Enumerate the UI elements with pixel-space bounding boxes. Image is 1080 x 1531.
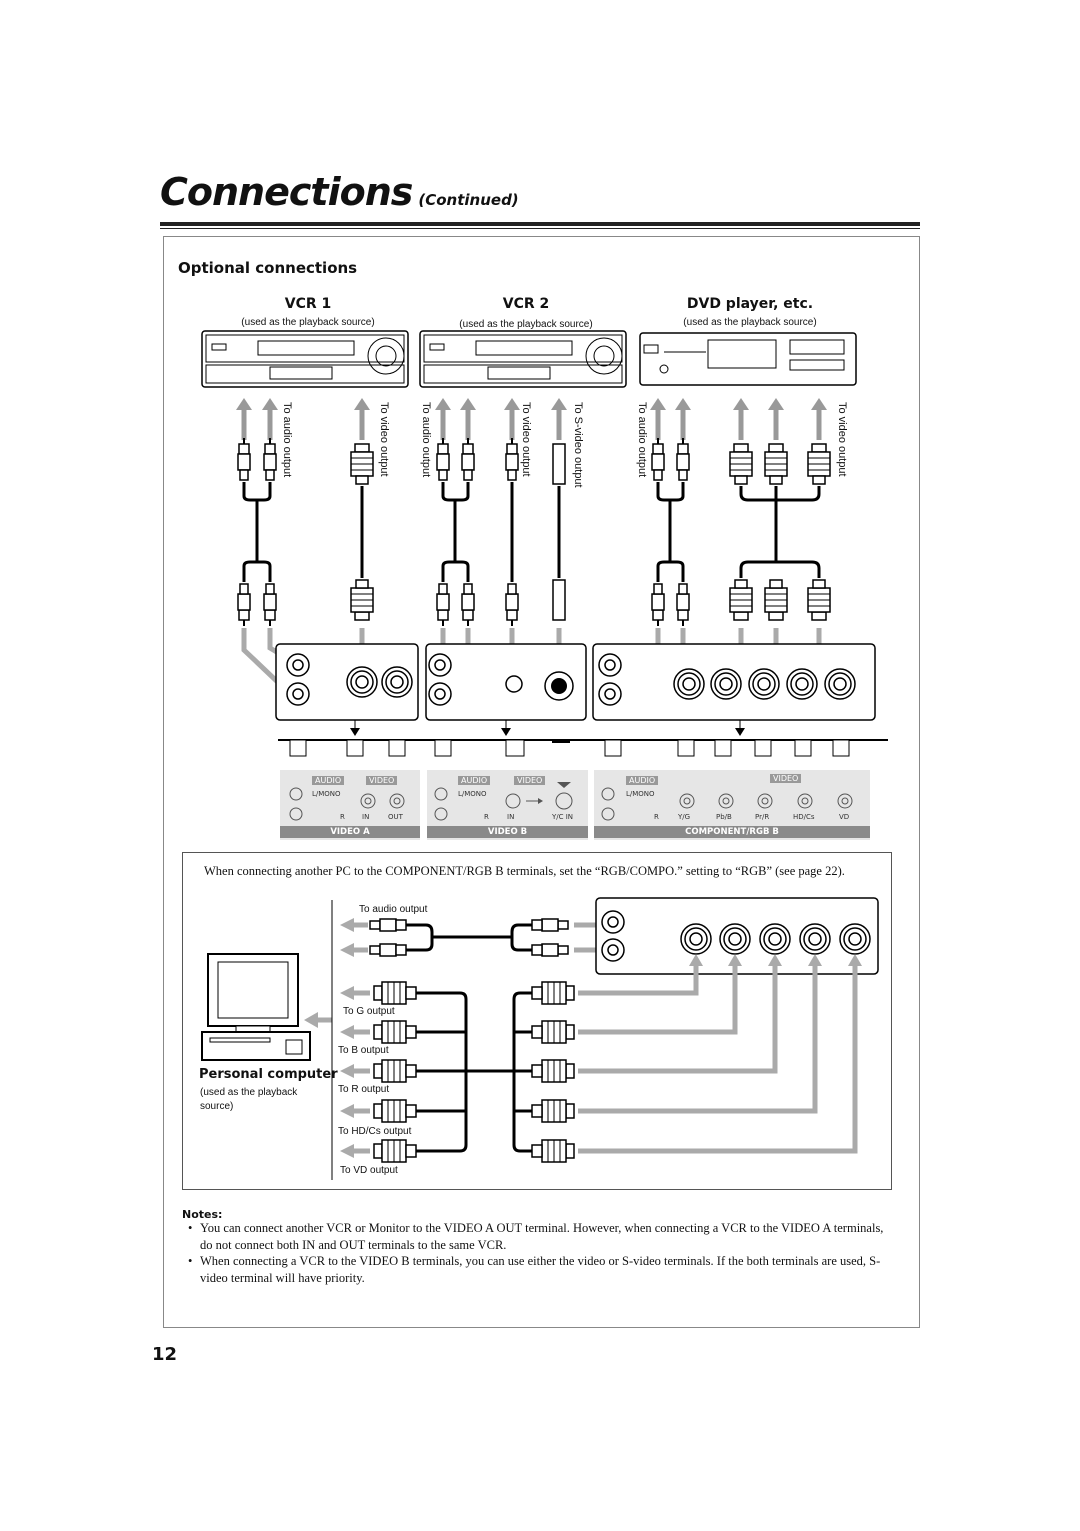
panel-video-b	[425, 643, 587, 721]
page-number: 12	[152, 1344, 178, 1365]
device-sub-dvd: (used as the playback source)	[683, 317, 817, 328]
label-in-a: IN	[362, 813, 370, 821]
pc-r-label: To R output	[338, 1084, 390, 1095]
label-lmono-c: L/MONO	[626, 790, 655, 798]
label-r-b: R	[484, 813, 489, 821]
label-vcr1-video: To video output	[378, 402, 390, 477]
section-title: Optional connections	[178, 259, 358, 277]
panel-video-a	[275, 643, 419, 721]
pc-diagram	[201, 897, 879, 1180]
label-vd: VD	[839, 813, 850, 821]
label-dvd-audio: To audio output	[636, 402, 648, 478]
pc-sub: (used as the playback source)	[200, 1087, 298, 1112]
page-title: Connections (Continued)	[160, 170, 519, 214]
label-yc-in: Y/C IN	[552, 813, 574, 821]
dvd-unit	[639, 332, 857, 386]
pc-instruction: When connecting another PC to the COMPON…	[204, 864, 845, 878]
label-prr: Pr/R	[755, 813, 770, 821]
label-in-b: IN	[507, 813, 515, 821]
cables	[242, 482, 821, 582]
strip-component: COMPONENT/RGB B	[685, 827, 779, 837]
label-audio-c: AUDIO	[626, 776, 659, 785]
device-sub-vcr1: (used as the playback source)	[241, 317, 375, 328]
pc-g-label: To G output	[343, 1006, 395, 1017]
label-pbb: Pb/B	[716, 813, 732, 821]
label-video-c: VIDEO	[770, 774, 802, 783]
panel-component	[592, 643, 876, 721]
label-vcr2-svideo: To S-video output	[572, 402, 584, 488]
rear-edge-strip	[278, 739, 888, 757]
device-name-dvd: DVD player, etc.	[686, 296, 814, 312]
notes-heading: Notes:	[182, 1208, 223, 1221]
label-lmono-b: L/MONO	[458, 790, 487, 798]
pc-audio-label: To audio output	[359, 904, 428, 915]
label-r-a: R	[340, 813, 345, 821]
device-name-vcr1: VCR 1	[284, 296, 332, 312]
vcr1-unit	[201, 330, 409, 388]
pc-b-label: To B output	[338, 1045, 389, 1056]
pc-connection-box	[182, 852, 892, 1190]
notes-list: You can connect another VCR or Monitor t…	[188, 1220, 888, 1286]
pc-vd-label: To VD output	[340, 1165, 398, 1176]
down-arrows	[350, 720, 745, 736]
label-vcr2-audio: To audio output	[420, 402, 432, 478]
pc-hdcs-label: To HD/Cs output	[338, 1126, 412, 1137]
page-title-text: Connections	[160, 170, 413, 214]
label-yg: Y/G	[678, 813, 691, 821]
label-video-a: VIDEO	[366, 776, 398, 785]
page-title-suffix: (Continued)	[418, 191, 519, 209]
vcr2-unit	[419, 330, 627, 388]
label-audio-b: AUDIO	[458, 776, 491, 785]
arrows-top	[236, 398, 827, 440]
label-video-b: VIDEO	[514, 776, 546, 785]
title-rule-thin	[160, 228, 920, 229]
label-r-c: R	[654, 813, 659, 821]
label-hdcs: HD/Cs	[793, 813, 815, 821]
label-vcr1-audio: To audio output	[281, 402, 293, 478]
device-name-vcr2: VCR 2	[502, 296, 550, 312]
label-lmono-a: L/MONO	[312, 790, 341, 798]
strip-video-b: VIDEO B	[487, 827, 528, 837]
label-out-a: OUT	[388, 813, 403, 821]
label-dvd-video: To video output	[836, 402, 848, 477]
device-sub-vcr2: (used as the playback source)	[459, 319, 593, 330]
pc-name: Personal computer	[199, 1067, 338, 1082]
label-vcr2-video: To video output	[520, 402, 532, 477]
label-audio-a: AUDIO	[312, 776, 345, 785]
note-item: When connecting a VCR to the VIDEO B ter…	[188, 1253, 888, 1286]
strip-video-a: VIDEO A	[330, 827, 370, 837]
title-rule-thick	[160, 222, 920, 226]
content-frame	[163, 236, 920, 1328]
note-item: You can connect another VCR or Monitor t…	[188, 1220, 888, 1253]
